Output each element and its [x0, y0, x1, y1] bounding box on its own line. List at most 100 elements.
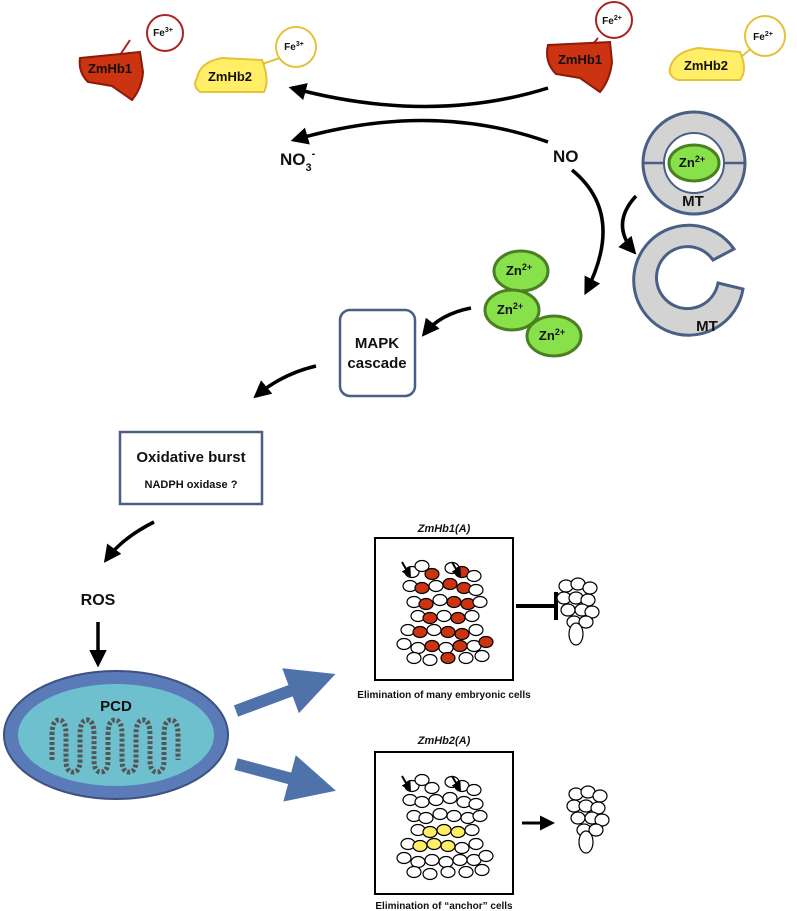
zinc-to-mapk-arrow: [421, 306, 472, 337]
svg-text:Zn2+: Zn2+: [679, 154, 705, 170]
embryo-cell: [432, 807, 448, 821]
dying-cell: [412, 625, 428, 639]
panel-b-title: ZmHb2(A): [417, 735, 471, 747]
zmhb1-ferrous-label: ZmHb1: [558, 52, 602, 67]
result-cell: [582, 581, 598, 595]
fe3-base-2: Fe: [284, 42, 296, 53]
embryo-cell: [432, 593, 448, 607]
zmhb2-ferric-label: ZmHb2: [208, 69, 252, 84]
ros-label: ROS: [81, 592, 116, 609]
embryo-cell: [440, 865, 456, 879]
svg-text:Fe2+: Fe2+: [753, 31, 773, 43]
dying-cell: [450, 611, 466, 625]
embryo-cell: [418, 811, 434, 825]
zinc-bound-charge: 2+: [695, 154, 705, 164]
oxidative-burst-box: [118, 430, 264, 506]
hb-reaction-arrow: [288, 83, 549, 109]
embryo-cell: [396, 851, 412, 865]
embryo-cell: [426, 623, 442, 637]
embryo-cell: [478, 849, 494, 863]
embryo-cell: [474, 863, 490, 877]
pcd-cell: PCD: [3, 670, 229, 800]
pointer-arrow: [451, 561, 461, 578]
svg-text:Fe2+: Fe2+: [602, 15, 622, 27]
nitrate-sup: -: [312, 148, 316, 160]
zmhb2-ferrous-label: ZmHb2: [684, 58, 728, 73]
fe2-base: Fe: [602, 16, 614, 27]
embryo-cell: [442, 791, 458, 805]
zmhb2-ferric-shape: [194, 56, 268, 93]
no-to-nitrate-arrow: [290, 118, 549, 145]
zmhb1-ferrous: Fe2+ ZmHb1: [546, 1, 633, 94]
metallothionein-bound: Zn2+ MT: [641, 110, 747, 216]
zmhb2-ferrous: Fe2+ ZmHb2: [668, 15, 786, 81]
zmhb1-ferric-shape: [78, 50, 145, 102]
embryo-cell: [472, 809, 488, 823]
result-cell: [592, 789, 608, 803]
zinc-bound-base: Zn: [679, 155, 695, 170]
embryo-cell: [446, 809, 462, 823]
fe3-charge-2: 3+: [296, 41, 304, 48]
embryo-cell: [472, 595, 488, 609]
panel-a-caption: Elimination of many embryonic cells: [357, 690, 531, 701]
fe2-base-2: Fe: [753, 32, 765, 43]
mt-ring-open: [632, 223, 745, 337]
mt-bound-label: MT: [682, 193, 704, 210]
mt-release-arrow: [618, 194, 638, 255]
embryo-cell: [414, 559, 430, 573]
pcd-label: PCD: [100, 698, 132, 715]
embryo-cell: [468, 837, 484, 851]
mt-open-label: MT: [696, 318, 718, 335]
embryo-cell: [428, 793, 444, 807]
dying-cell: [442, 577, 458, 591]
zinc-bound-ellipse: [667, 143, 721, 183]
zmhb2-ferrous-shape: [668, 46, 745, 81]
embryo-cell: [466, 783, 482, 797]
dying-cell: [478, 635, 494, 649]
fragmented-dna-icon: [49, 717, 181, 775]
dying-cell: [424, 639, 440, 653]
burst-title: Oxidative burst: [136, 449, 245, 466]
embryo-cell: [474, 649, 490, 663]
embryo-cell: [396, 637, 412, 651]
metallothionein-open: MT: [632, 223, 745, 337]
dying-cell: [426, 837, 442, 851]
free-zinc-ions: Zn2+ Zn2+ Zn2+: [483, 249, 583, 358]
embryo-cell: [422, 867, 438, 881]
result-cell: [578, 615, 594, 629]
embryo-cell: [414, 795, 430, 809]
embryo-cell: [424, 781, 440, 795]
result-cell: [568, 622, 584, 646]
panel-a-result-embryo: [556, 577, 600, 646]
embryo-cell: [414, 773, 430, 787]
dying-cell: [424, 567, 440, 581]
result-cell: [578, 830, 594, 854]
dying-cell: [446, 595, 462, 609]
panel-a-title: ZmHb1(A): [417, 523, 471, 535]
zmhb2-ferric: Fe3+ ZmHb2: [194, 26, 317, 93]
zinc-ion-2: [483, 288, 541, 332]
embryo-cell: [410, 641, 426, 655]
zinc-ion-3: [525, 314, 583, 358]
embryo-cell: [410, 855, 426, 869]
embryo-cell: [438, 641, 454, 655]
embryo-cell: [452, 853, 468, 867]
result-cell: [588, 823, 604, 837]
embryo-cell: [464, 609, 480, 623]
zmhb1-ferric-label: ZmHb1: [88, 61, 132, 76]
dying-cell: [440, 839, 456, 853]
result-cell: [570, 811, 586, 825]
embryo-cell: [464, 823, 480, 837]
embryo-cell: [428, 579, 444, 593]
dying-cell: [422, 825, 438, 839]
pointer-arrow: [401, 561, 411, 578]
svg-text:Zn2+: Zn2+: [539, 327, 565, 343]
embryo-cell: [436, 609, 452, 623]
embryo-cell: [406, 651, 422, 665]
embryo-cell: [468, 797, 484, 811]
svg-text:Fe3+: Fe3+: [153, 27, 173, 39]
embryo-cell: [454, 841, 470, 855]
nitrate-label: NO3-: [280, 148, 316, 174]
dying-cell: [418, 597, 434, 611]
